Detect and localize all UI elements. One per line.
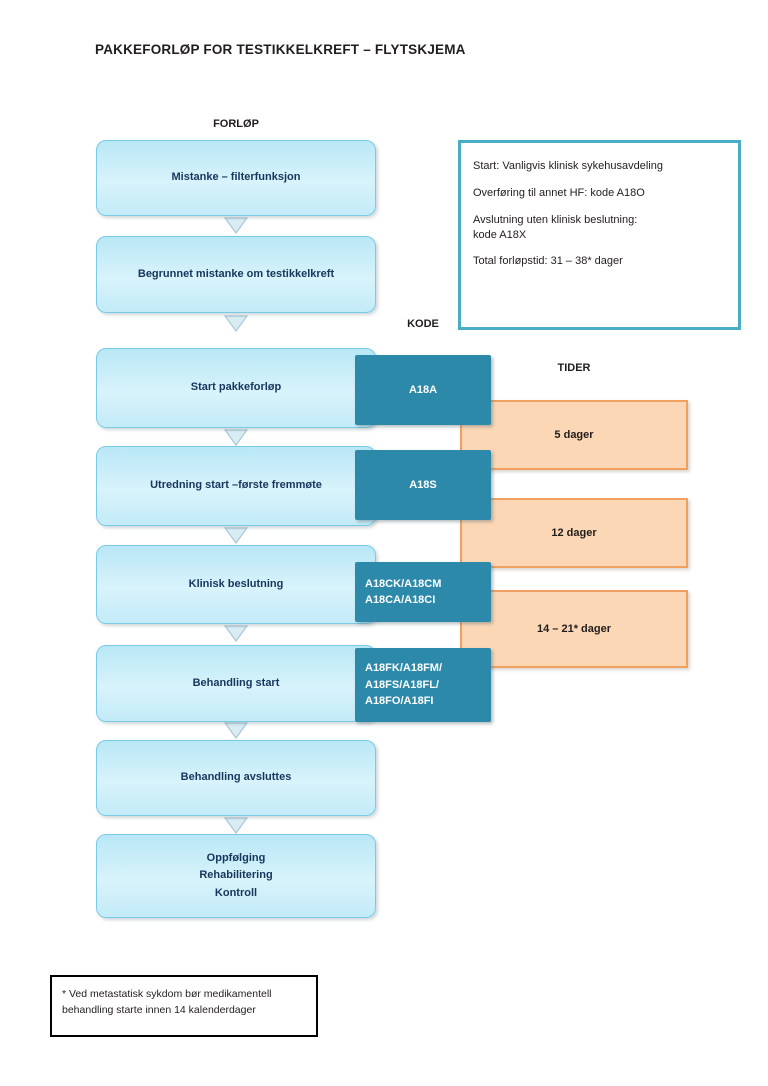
time-box-12-dager: 12 dager: [460, 498, 688, 568]
arrow-down-icon: [223, 625, 249, 643]
column-label-tider: TIDER: [557, 362, 591, 374]
flow-step-behandling-start: Behandling start: [96, 645, 376, 722]
flow-step-klinisk-beslutning: Klinisk beslutning: [96, 545, 376, 624]
code-box-a18s: A18S: [355, 450, 491, 520]
flow-step-start-pakkeforlop: Start pakkeforløp: [96, 348, 376, 428]
flow-step-utredning-start: Utredning start –første fremmøte: [96, 446, 376, 526]
arrow-down-icon: [223, 315, 249, 333]
code-box-klinisk-beslutning: A18CK/A18CM A18CA/A18CI: [355, 562, 491, 622]
code-box-behandling-start: A18FK/A18FM/ A18FS/A18FL/ A18FO/A18FI: [355, 648, 491, 722]
flow-step-oppfolging: Oppfølging Rehabilitering Kontroll: [96, 834, 376, 918]
flow-step-behandling-avsluttes: Behandling avsluttes: [96, 740, 376, 816]
page-title: PAKKEFORLØP FOR TESTIKKELKREFT – FLYTSKJ…: [95, 42, 466, 57]
info-line-overforing: Overføring til annet HF: kode A18O: [473, 186, 645, 199]
info-line-avslutning: Avslutning uten klinisk beslutning: kode…: [473, 213, 638, 241]
flow-step-mistanke-filterfunksjon: Mistanke – filterfunksjon: [96, 140, 376, 216]
footnote-text: * Ved metastatisk sykdom bør medikamente…: [62, 988, 272, 1017]
column-label-kode: KODE: [407, 318, 439, 330]
arrow-down-icon: [223, 817, 249, 835]
column-label-forlop: FORLØP: [213, 118, 259, 130]
arrow-down-icon: [223, 527, 249, 545]
info-line-start: Start: Vanligvis klinisk sykehusavdeling: [473, 160, 663, 172]
time-box-14-21-dager: 14 – 21* dager: [460, 590, 688, 668]
flow-step-begrunnet-mistanke: Begrunnet mistanke om testikkelkreft: [96, 236, 376, 313]
info-box: Start: Vanligvis klinisk sykehusavdeling…: [458, 140, 741, 330]
footnote-box: * Ved metastatisk sykdom bør medikamente…: [50, 975, 318, 1037]
time-box-5-dager: 5 dager: [460, 400, 688, 470]
info-line-total-forlopstid: Total forløpstid: 31 – 38* dager: [473, 255, 623, 268]
code-box-a18a: A18A: [355, 355, 491, 425]
arrow-down-icon: [223, 429, 249, 447]
arrow-down-icon: [223, 217, 249, 235]
arrow-down-icon: [223, 722, 249, 740]
